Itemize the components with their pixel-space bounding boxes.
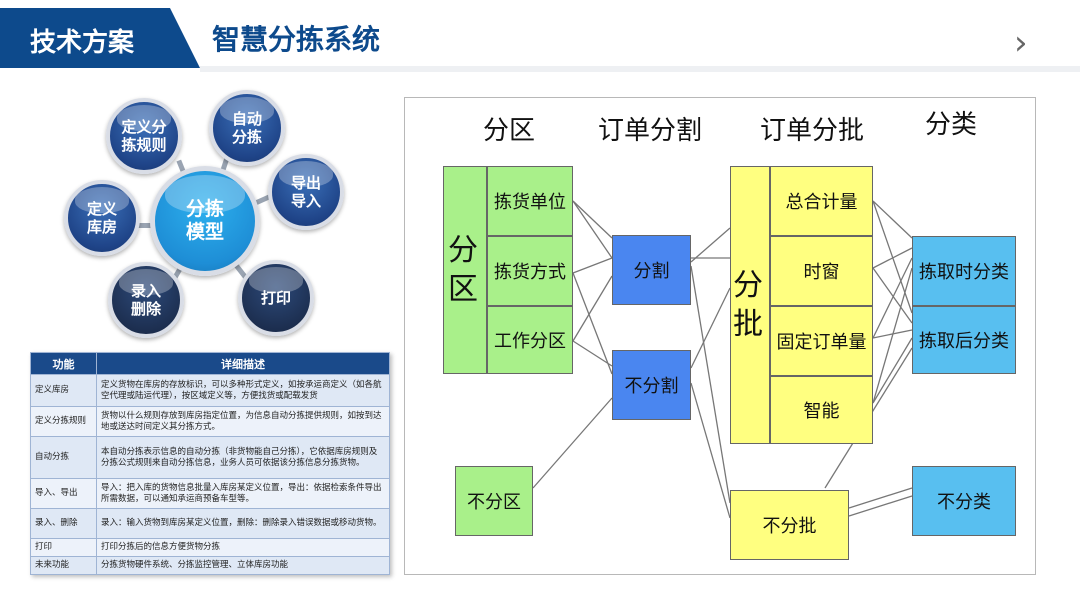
no-classify-box: 不分类 (912, 466, 1016, 536)
batch-main-box: 分 批 (730, 166, 770, 444)
column-label-classify: 分类 (925, 110, 978, 140)
header-tag-label: 技术方案 (30, 28, 135, 58)
table-row: 定义分拣规则 货物以什么规则存放到库房指定位置，为信息自动分拣提供规则，如按到达… (30, 406, 390, 437)
batch-item-box: 固定订单量 (770, 306, 873, 376)
table-row: 定义库房 定义货物在库房的存放标识，可以多种形式定义，如按承运商定义（如各航空代… (30, 374, 390, 407)
table-cell-description: 分拣货物硬件系统、分拣监控管理、立体库房功能 (96, 556, 390, 575)
bubble-print[interactable]: 打印 (238, 260, 314, 336)
bubble-sorting-model[interactable]: 分拣 模型 (150, 166, 260, 276)
table-cell-function: 定义库房 (30, 374, 97, 407)
header-divider (200, 66, 1080, 72)
sorting-strategy-diagram: 分区 订单分割 订单分批 分类 分 区 拣货单位 拣货方式 工作分区 不分区 分… (404, 97, 1036, 575)
table-cell-description: 本自动分拣表示信息的自动分拣（非货物能自己分拣），它依据库房规则及分拣公式规则来… (96, 436, 390, 479)
bubble-define-rule[interactable]: 定义分 拣规则 (106, 98, 182, 174)
bubble-define-warehouse[interactable]: 定义 库房 (64, 180, 140, 256)
column-label-zone: 分区 (483, 116, 536, 146)
zone-main-label: 分 区 (448, 233, 482, 307)
table-cell-description: 录入：输入货物到库房某定义位置，删除：删除录入错误数据或移动货物。 (96, 508, 390, 539)
split-box: 分割 (612, 235, 691, 305)
zone-item-box: 拣货单位 (487, 166, 573, 236)
batch-main-label: 分 批 (733, 268, 767, 342)
table-header-description: 详细描述 (96, 352, 390, 375)
table-row: 自动分拣 本自动分拣表示信息的自动分拣（非货物能自己分拣），它依据库房规则及分拣… (30, 436, 390, 479)
table-cell-function: 打印 (30, 538, 97, 557)
classify-box: 拣取时分类 (912, 236, 1016, 306)
table-header-row: 功能 详细描述 (30, 352, 390, 375)
table-cell-function: 未来功能 (30, 556, 97, 575)
table-cell-function: 导入、导出 (30, 478, 97, 509)
batch-item-box: 时窗 (770, 236, 873, 306)
table-cell-function: 定义分拣规则 (30, 406, 97, 437)
table-cell-description: 导入：把入库的货物信息批量入库房某定义位置，导出：依据检索条件导出所需数据，可以… (96, 478, 390, 509)
batch-item-box: 总合计量 (770, 166, 873, 236)
zone-item-box: 工作分区 (487, 306, 573, 374)
table-cell-function: 录入、删除 (30, 508, 97, 539)
function-table: 功能 详细描述 定义库房 定义货物在库房的存放标识，可以多种形式定义，如按承运商… (30, 352, 390, 575)
table-header-function: 功能 (30, 352, 97, 375)
no-zone-box: 不分区 (455, 466, 533, 536)
table-row: 打印 打印分拣后的信息方便货物分拣 (30, 538, 390, 557)
chevron-right-icon[interactable]: › (1014, 23, 1028, 63)
table-row: 导入、导出 导入：把入库的货物信息批量入库房某定义位置，导出：依据检索条件导出所… (30, 478, 390, 509)
zone-item-box: 拣货方式 (487, 236, 573, 306)
bubble-input-delete[interactable]: 录入 删除 (108, 262, 184, 338)
table-cell-description: 定义货物在库房的存放标识，可以多种形式定义，如按承运商定义（如各航空代理或陆运代… (96, 374, 390, 407)
no-split-box: 不分割 (612, 350, 691, 420)
column-label-order-split: 订单分割 (598, 116, 703, 146)
header-tag: 技术方案 (0, 8, 200, 68)
table-cell-description: 货物以什么规则存放到库房指定位置，为信息自动分拣提供规则，如按到达地或送达时间定… (96, 406, 390, 437)
bubble-auto-sort[interactable]: 自动 分拣 (209, 90, 285, 166)
column-label-order-batch: 订单分批 (760, 116, 865, 146)
bubble-export-import[interactable]: 导出 导入 (268, 154, 344, 230)
table-row: 录入、删除 录入：输入货物到库房某定义位置，删除：删除录入错误数据或移动货物。 (30, 508, 390, 539)
table-cell-function: 自动分拣 (30, 436, 97, 479)
no-batch-box: 不分批 (730, 490, 849, 560)
table-cell-description: 打印分拣后的信息方便货物分拣 (96, 538, 390, 557)
classify-box: 拣取后分类 (912, 306, 1016, 374)
batch-item-box: 智能 (770, 376, 873, 444)
zone-main-box: 分 区 (443, 166, 487, 374)
page-title: 智慧分拣系统 (212, 23, 381, 56)
table-row: 未来功能 分拣货物硬件系统、分拣监控管理、立体库房功能 (30, 556, 390, 575)
